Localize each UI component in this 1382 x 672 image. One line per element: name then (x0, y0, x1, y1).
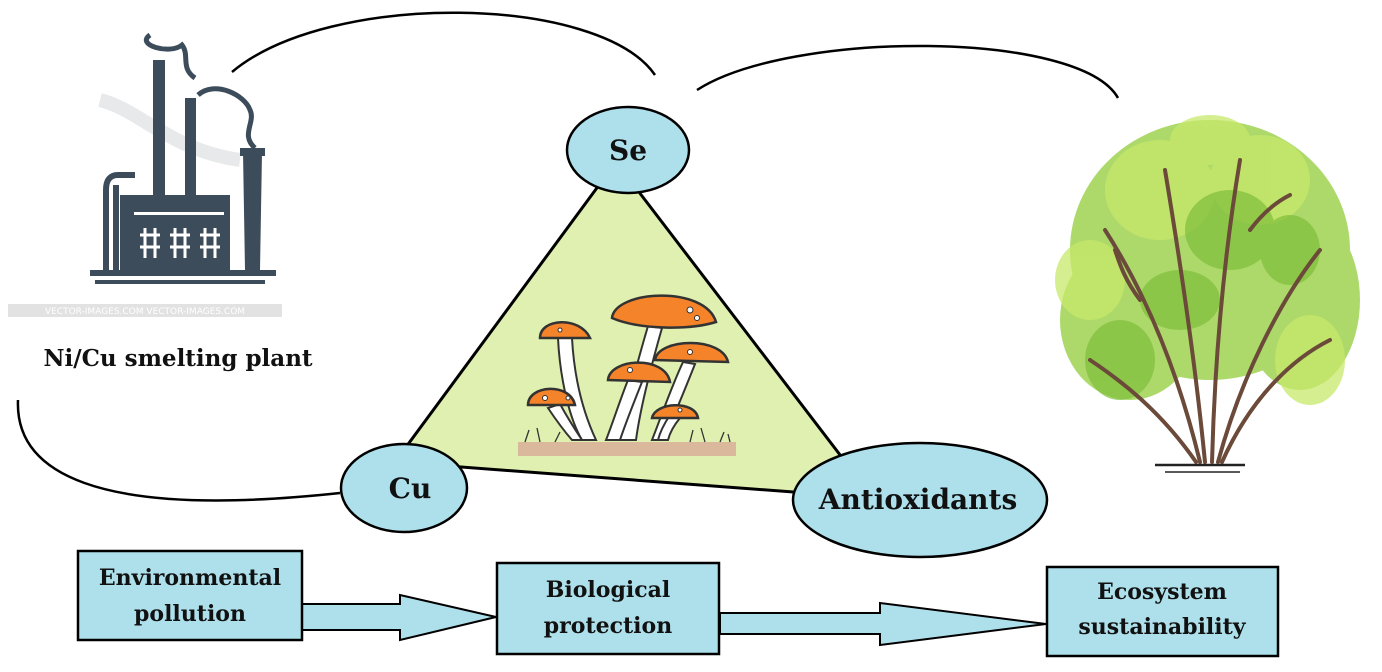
node-se: Se (565, 105, 691, 195)
box2-line2: protection (544, 613, 672, 639)
node-se-label: Se (609, 134, 647, 167)
arrow-pollution-to-protection (301, 593, 497, 642)
curve-se-to-shrub (696, 44, 1120, 99)
box3-line2: sustainability (1078, 614, 1246, 640)
node-antioxidants-label: Antioxidants (818, 483, 1017, 516)
watermark-text: VECTOR-IMAGES.COM VECTOR-IMAGES.COM (45, 307, 245, 317)
node-antioxidants: Antioxidants (791, 441, 1049, 559)
central-triangle (392, 159, 877, 500)
node-cu: Cu (339, 442, 469, 534)
box1-line2: pollution (134, 601, 246, 627)
plant-label: Ni/Cu smelting plant (43, 345, 312, 372)
mushroom-icon (518, 294, 736, 456)
arrow-protection-to-sustainability (719, 601, 1047, 647)
box1-line1: Environmental (99, 565, 281, 591)
box-environmental-pollution: Environmental pollution (76, 549, 304, 642)
box-biological-protection: Biological protection (495, 561, 721, 656)
node-cu-label: Cu (389, 472, 432, 505)
curve-plant-to-cu (16, 399, 341, 502)
shrub-icon (1055, 115, 1360, 473)
box3-line1: Ecosystem (1097, 579, 1227, 605)
box2-line1: Biological (546, 577, 670, 603)
box-ecosystem-sustainability: Ecosystem sustainability (1045, 565, 1280, 658)
factory-icon: VECTOR-IMAGES.COM VECTOR-IMAGES.COM (8, 32, 282, 317)
curve-plant-to-se (231, 11, 657, 76)
